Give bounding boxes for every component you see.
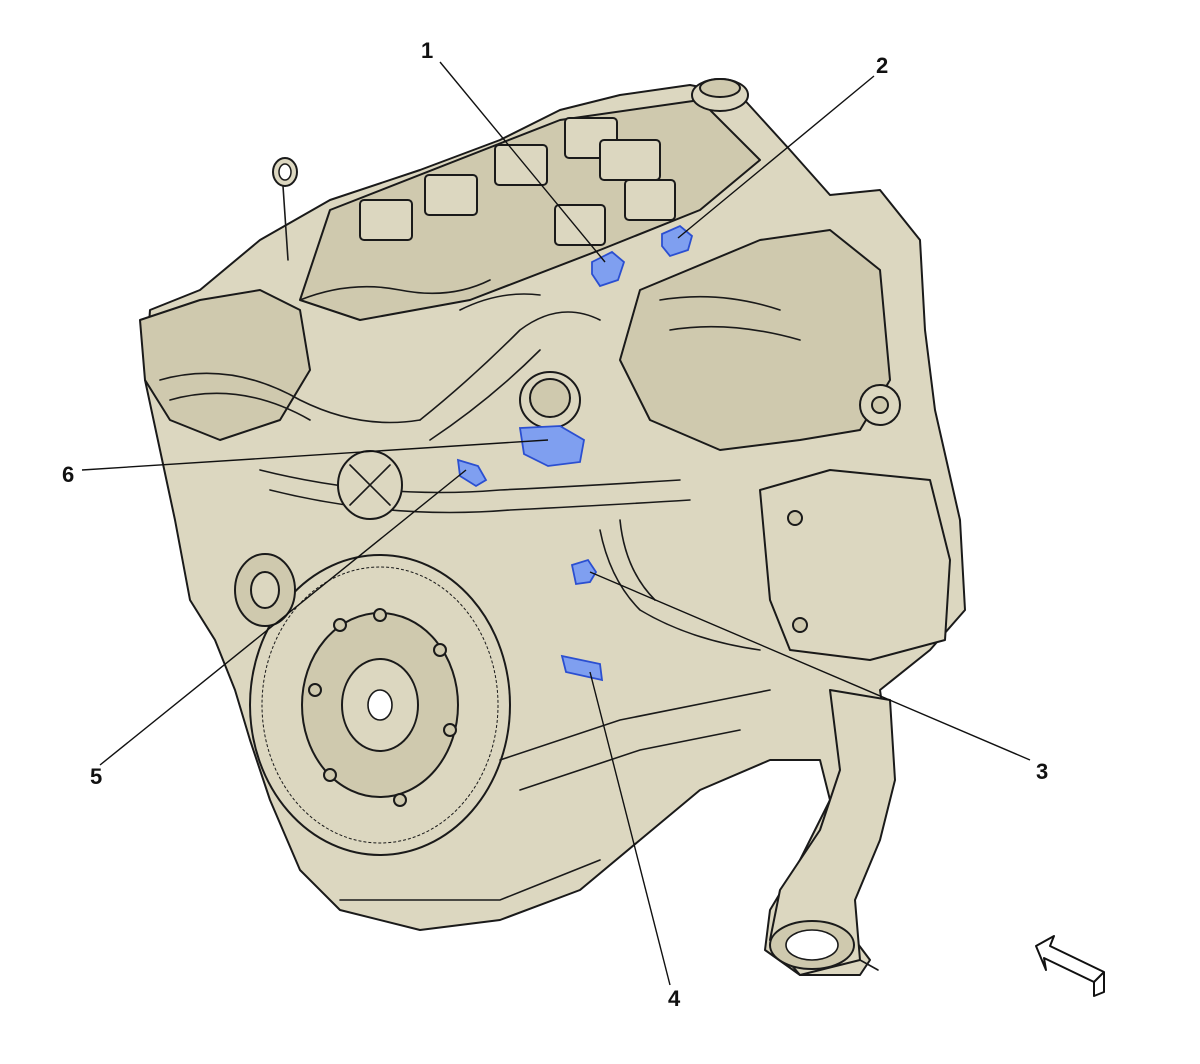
- dipstick: [272, 157, 298, 261]
- sensor-3: [570, 558, 598, 586]
- callout-5: 5: [90, 764, 102, 789]
- engine-block: [139, 78, 966, 976]
- intake-manifold: [139, 289, 311, 441]
- sensor-1: [591, 250, 626, 288]
- throttle-body: [519, 371, 581, 429]
- sensor-6: [518, 425, 585, 467]
- cam-cover: [337, 450, 403, 520]
- callout-3: 3: [1036, 759, 1048, 784]
- callout-4: 4: [668, 986, 681, 1011]
- arrow-up-left-icon: [1035, 935, 1105, 997]
- highlighted-sensors: [456, 224, 694, 682]
- heat-shield: [619, 229, 891, 451]
- sensor-4: [560, 654, 604, 682]
- callout-1: 1: [421, 38, 433, 63]
- leader-lines: [81, 61, 1031, 986]
- ignition-coils: [359, 117, 676, 246]
- callout-6: 6: [62, 462, 74, 487]
- flywheel: [249, 554, 511, 856]
- callout-2: 2: [876, 53, 888, 78]
- catalytic-converter: [759, 469, 951, 661]
- sensor-5: [456, 458, 488, 488]
- callout-labels: 1 2 3 4 5 6: [62, 38, 1048, 1011]
